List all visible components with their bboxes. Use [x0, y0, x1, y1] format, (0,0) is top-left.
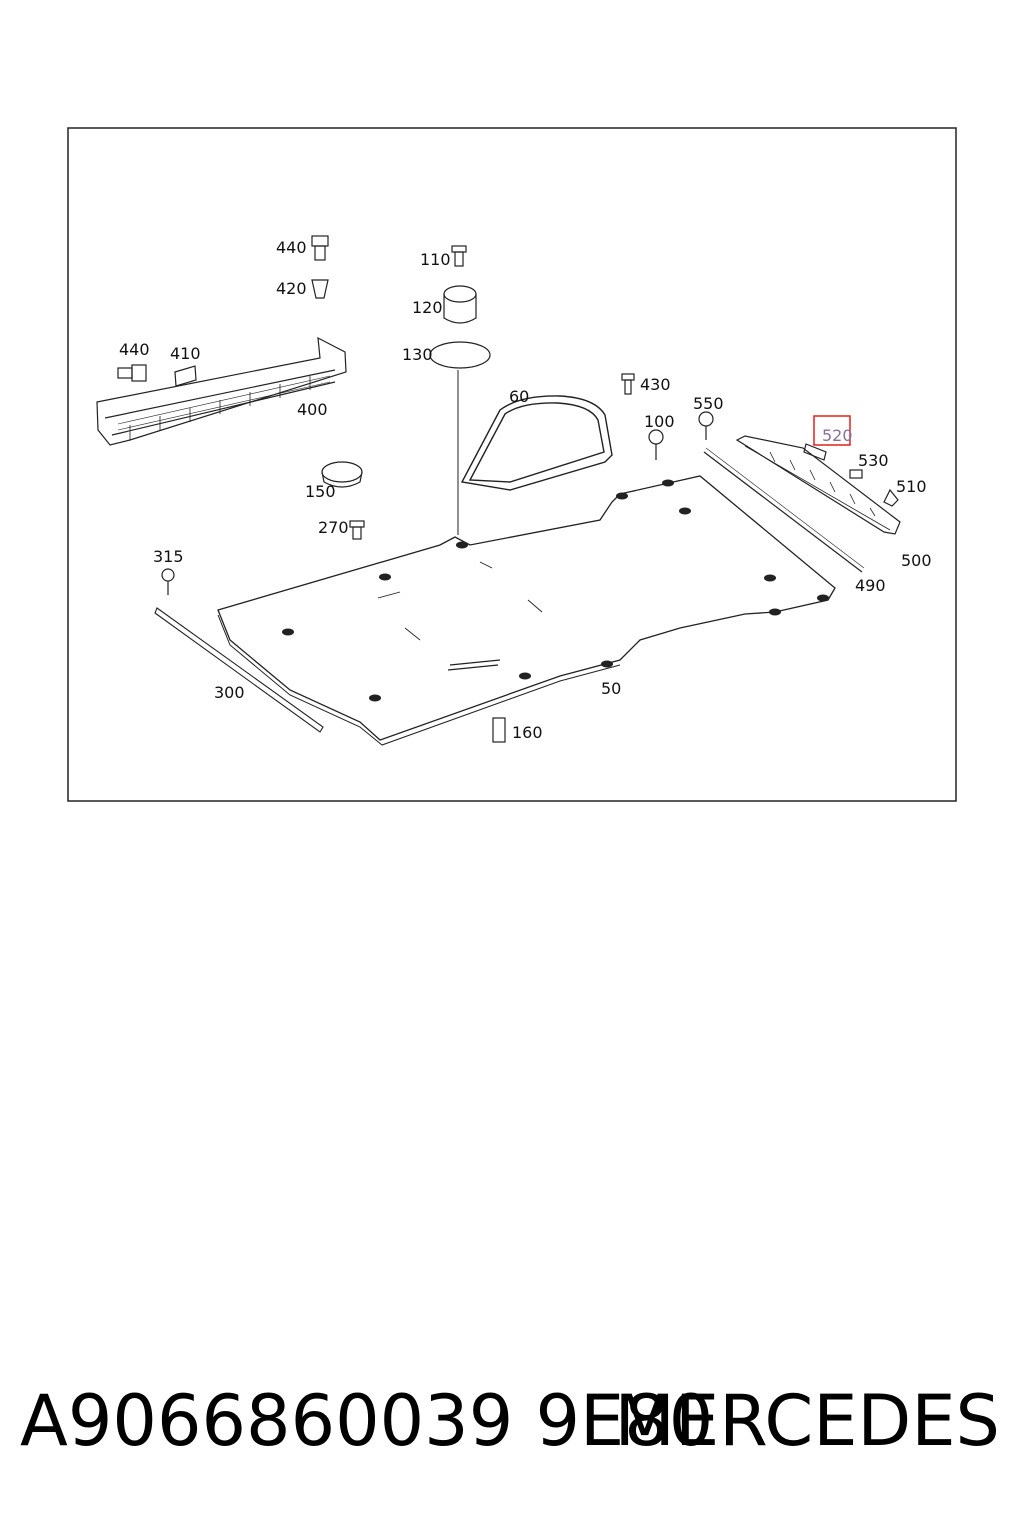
- label-440-top: 440: [276, 238, 307, 257]
- label-270: 270: [318, 518, 349, 537]
- screw-100-icon: [648, 429, 664, 460]
- bolt-110-icon: [451, 245, 467, 267]
- label-550: 550: [693, 394, 724, 413]
- label-120: 120: [412, 298, 443, 317]
- brand-name: MERCEDES: [614, 1380, 1000, 1462]
- screw-440b-icon: [117, 364, 147, 382]
- cap-150-icon: [321, 461, 363, 488]
- clip-530-icon: [849, 469, 863, 479]
- label-430: 430: [640, 375, 671, 394]
- label-50: 50: [601, 679, 621, 698]
- label-400: 400: [297, 400, 328, 419]
- label-100: 100: [644, 412, 675, 431]
- screw-430-icon: [621, 373, 635, 395]
- label-110: 110: [420, 250, 451, 269]
- label-60: 60: [509, 387, 529, 406]
- clip-410-icon: [174, 365, 197, 387]
- screw-440-icon: [311, 235, 329, 261]
- label-410: 410: [170, 344, 201, 363]
- footer: A9066860039 9E80 MERCEDES: [0, 1380, 1024, 1470]
- seal-part-edge: [705, 447, 865, 569]
- cover-part: [460, 395, 613, 491]
- label-150: 150: [305, 482, 336, 501]
- label-300: 300: [214, 683, 245, 702]
- clip-160-icon: [492, 717, 506, 743]
- label-160: 160: [512, 723, 543, 742]
- label-130: 130: [402, 345, 433, 364]
- strip-part: [154, 607, 324, 733]
- bushing-120-icon: [443, 285, 477, 324]
- label-530: 530: [858, 451, 889, 470]
- screw-315-icon: [161, 568, 175, 595]
- bolt-270-icon: [349, 520, 365, 540]
- label-500: 500: [901, 551, 932, 570]
- label-440-left: 440: [119, 340, 150, 359]
- rail-part: [96, 336, 347, 446]
- label-510: 510: [896, 477, 927, 496]
- screw-550-icon: [698, 411, 714, 440]
- label-520[interactable]: 520: [822, 426, 853, 445]
- label-420: 420: [276, 279, 307, 298]
- part-number: A9066860039 9E80: [20, 1380, 714, 1462]
- washer-130-icon: [429, 341, 491, 369]
- floor-panel-part: [217, 475, 836, 746]
- sill-part: [735, 435, 901, 535]
- clip-510-icon: [883, 488, 899, 507]
- seal-part: [703, 451, 863, 573]
- highlight-box-520: [813, 415, 851, 446]
- clip-420-icon: [311, 279, 329, 299]
- clip-520-icon: [803, 443, 827, 461]
- label-315: 315: [153, 547, 184, 566]
- label-490: 490: [855, 576, 886, 595]
- diagram-frame: [67, 127, 957, 802]
